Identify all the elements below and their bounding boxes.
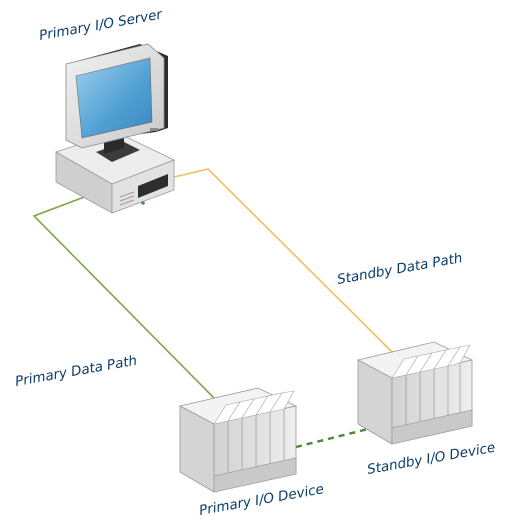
server-label: Primary I/O Server [38, 6, 165, 44]
primary-data-path-label: Primary Data Path [14, 353, 138, 390]
computer-server-icon [55, 43, 176, 214]
standby-device-label: Standby I/O Device [366, 440, 497, 478]
standby-data-path-label: Standby Data Path [336, 250, 464, 288]
standby-io-device-rack-icon [356, 341, 474, 445]
primary-io-device-rack-icon [178, 387, 298, 493]
standby-data-path-line [169, 168, 393, 353]
device-link-dashed-line [295, 427, 369, 449]
